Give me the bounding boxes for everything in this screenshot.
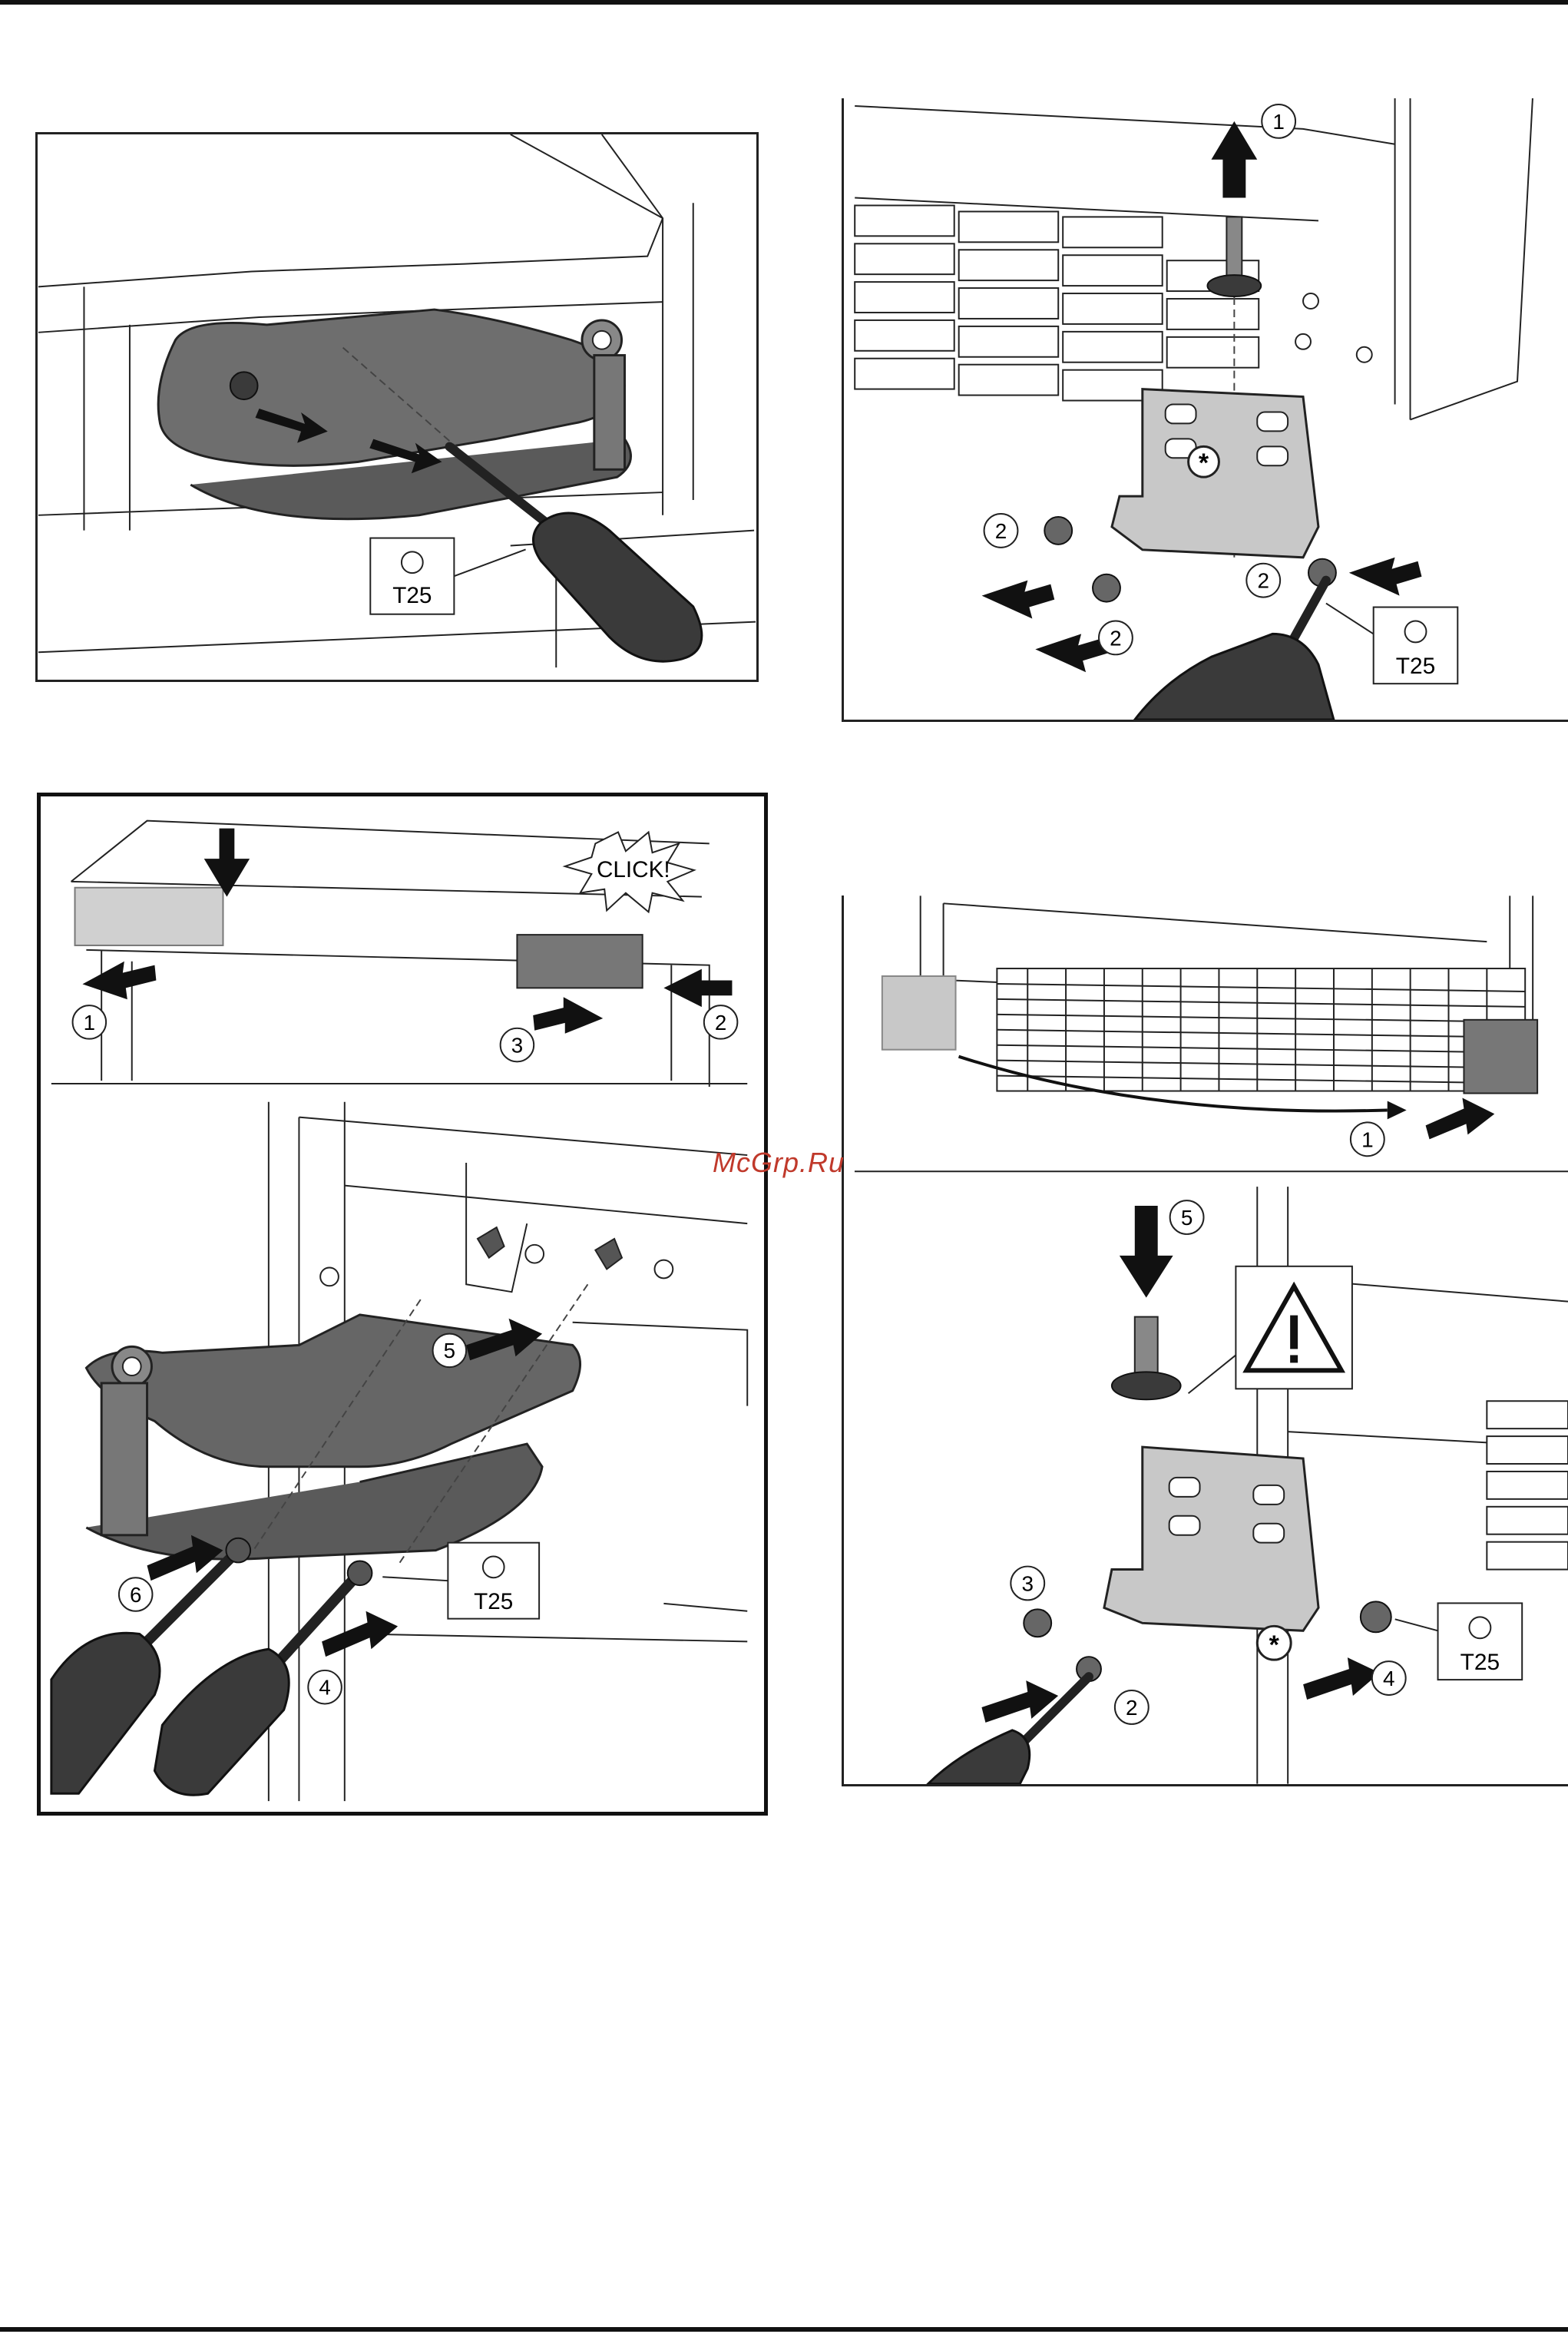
cover-cap-old <box>75 888 223 945</box>
hinge-removal-illustration: T25 <box>38 134 756 680</box>
hinge-plate <box>158 310 624 465</box>
top-rule <box>0 0 1568 5</box>
callout-label: 2 <box>995 519 1007 543</box>
callout-label: 5 <box>444 1339 455 1362</box>
svg-text:*: * <box>1199 449 1209 478</box>
panel-mount-bracket: * 1 2 3 4 5 T25 <box>842 896 1568 1786</box>
callout-markers: 1 2 3 4 5 <box>1011 1122 1405 1724</box>
callout-label: 5 <box>1181 1206 1193 1230</box>
ventilation-grille <box>855 205 1259 400</box>
screw-icon <box>1044 517 1072 545</box>
callout-label: 6 <box>130 1583 141 1607</box>
arrow-right-icon <box>533 997 603 1033</box>
arrow-right-icon <box>322 1611 398 1657</box>
callout-label: 1 <box>84 1011 95 1035</box>
hinge-pin <box>1226 217 1242 278</box>
hinge-bracket <box>1104 1447 1318 1630</box>
arrow-up-icon <box>1211 121 1257 198</box>
bracket-removal-illustration: * 1 2 2 2 T25 <box>844 98 1568 720</box>
arrow-left-icon <box>1035 634 1108 672</box>
screw-icon <box>1093 574 1120 602</box>
hinge-pin <box>1135 1317 1158 1379</box>
bottom-rule <box>0 2327 1568 2332</box>
ventilation-grille <box>1487 1401 1568 1569</box>
callout-label: 4 <box>1383 1667 1395 1690</box>
arrow-left-icon <box>82 962 156 999</box>
screw-icon <box>348 1561 372 1585</box>
arrow-right-icon <box>1303 1657 1380 1700</box>
panel-mount-hinge: CLICK! <box>37 793 768 1816</box>
arrow-left-icon <box>663 969 732 1007</box>
tool-label: T25 <box>474 1589 513 1614</box>
screwdriver-handle <box>1135 634 1334 720</box>
callout-label: 2 <box>715 1011 726 1035</box>
panel-remove-hinge: T25 <box>35 132 759 682</box>
bracket-mounting-illustration: * 1 2 3 4 5 T25 <box>844 896 1568 1784</box>
cover-cap-new <box>517 935 642 988</box>
callout-label: 2 <box>1110 626 1122 650</box>
screw-icon <box>230 372 258 399</box>
screw-icon <box>226 1538 250 1563</box>
screw-icon <box>1361 1601 1391 1632</box>
click-burst: CLICK! <box>565 833 694 912</box>
screwdriver-handle <box>928 1730 1030 1784</box>
click-label: CLICK! <box>597 857 670 882</box>
callout-label: 3 <box>1021 1571 1034 1595</box>
callout-label: 2 <box>1257 569 1269 593</box>
tool-label: T25 <box>1396 654 1435 679</box>
callout-label: 2 <box>1126 1696 1138 1720</box>
arrow-right-icon <box>1388 1101 1407 1119</box>
callout-label: 3 <box>511 1033 523 1057</box>
arrow-down-icon <box>204 829 250 897</box>
callout-label: 1 <box>1272 110 1285 134</box>
watermark-text: McGrp.Ru <box>713 1147 845 1179</box>
screwdriver-handle <box>51 1633 160 1793</box>
callout-label: 4 <box>319 1676 330 1700</box>
tool-label-box: T25 <box>382 1543 539 1619</box>
arrow-left-icon <box>1349 558 1422 596</box>
tool-label-box: T25 <box>1326 604 1457 684</box>
warning-icon <box>1189 1266 1352 1393</box>
callout-label: 1 <box>1361 1127 1374 1151</box>
ventilation-grille <box>997 968 1525 1091</box>
arrow-down-icon <box>1120 1206 1173 1298</box>
cover-cap-new <box>1464 1020 1537 1094</box>
tool-label: T25 <box>1460 1650 1500 1675</box>
arrow-left-icon <box>982 581 1055 619</box>
cover-cap-old <box>882 976 956 1050</box>
panel-remove-bracket: * 1 2 2 2 T25 <box>842 98 1568 722</box>
screw-icon <box>1024 1609 1051 1637</box>
arrow-right-icon <box>1426 1098 1495 1140</box>
hinge-mounting-illustration: CLICK! <box>41 796 764 1812</box>
tool-label: T25 <box>392 583 432 608</box>
tool-label-box: T25 <box>370 538 525 614</box>
svg-text:*: * <box>1269 1630 1280 1660</box>
tool-label-box: T25 <box>1395 1603 1522 1680</box>
